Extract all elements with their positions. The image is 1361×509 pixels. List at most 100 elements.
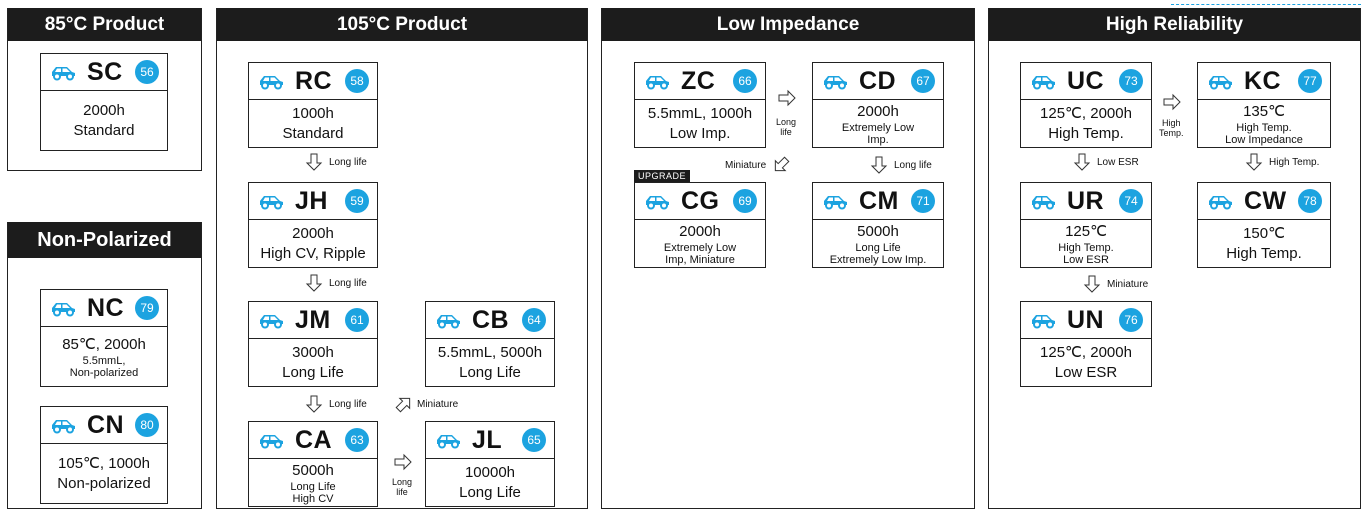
page-number-badge: 64: [522, 308, 546, 332]
upgrade-badge: UPGRADE: [634, 170, 691, 182]
page-number-badge: 74: [1119, 189, 1143, 213]
spec-line-3: Imp, Miniature: [665, 254, 735, 266]
series-code: CN: [87, 410, 125, 439]
car-icon: [260, 196, 283, 210]
car-icon: [1209, 76, 1232, 90]
spec-line-1: 2000h: [679, 223, 721, 240]
down-arrow-icon: [1073, 153, 1091, 171]
panel-105c-title: 105°C Product: [217, 8, 587, 41]
car-icon: [437, 315, 460, 329]
spec-line-1: 85℃, 2000h: [62, 336, 146, 353]
series-code: RC: [295, 66, 333, 95]
car-icon: [646, 196, 669, 210]
arrow-zc-cd: [778, 88, 796, 108]
arrow-jm-cb: Miniature: [395, 394, 458, 414]
page-number-badge: 66: [733, 69, 757, 93]
spec-line-1: 2000h: [83, 102, 125, 119]
spec-line-2: Long Life: [282, 364, 344, 381]
spec-line-2: High Temp.: [1048, 125, 1124, 142]
down-arrow-icon: [305, 274, 323, 292]
down-arrow-icon: [870, 156, 888, 174]
car-icon: [52, 303, 75, 317]
car-icon: [1032, 315, 1055, 329]
arrow-kc-cw: High Temp.: [1245, 152, 1319, 172]
spec-line-2: High CV, Ripple: [260, 245, 366, 262]
spec-line-2: High Temp.: [1226, 245, 1302, 262]
spec-line-1: 5000h: [857, 223, 899, 240]
spec-line-1: 150℃: [1243, 225, 1285, 242]
arrow-ur-un: Miniature: [1083, 274, 1148, 294]
car-icon: [260, 76, 283, 90]
spec-line-1: 105℃, 1000h: [58, 455, 150, 472]
arrow-uc-kc: [1163, 92, 1181, 112]
car-icon: [1032, 196, 1055, 210]
car-icon: [52, 420, 75, 434]
spec-line-1: 125℃, 2000h: [1040, 344, 1132, 361]
spec-line-2: Extremely Low: [841, 122, 915, 134]
spec-line-1: 135℃: [1243, 103, 1285, 120]
top-right-accent: [1171, 0, 1361, 5]
arrow-uc-ur: Low ESR: [1073, 152, 1139, 172]
arrow-cd-cm: Long life: [870, 155, 932, 175]
spec-line-2: Long Life: [290, 481, 336, 493]
down-arrow-icon: [1245, 153, 1263, 171]
card-body: 150℃ High Temp.: [1198, 220, 1330, 268]
series-code: JM: [295, 305, 331, 334]
spec-line-2: Standard: [73, 122, 135, 139]
spec-line-3: Non-polarized: [69, 367, 139, 379]
page-number-badge: 56: [135, 60, 159, 84]
spec-line-2: Non-polarized: [57, 475, 151, 492]
page-number-badge: 77: [1298, 69, 1322, 93]
spec-line-2: Low ESR: [1054, 364, 1118, 381]
page-number-badge: 65: [522, 428, 546, 452]
car-icon: [1032, 76, 1055, 90]
page-number-badge: 67: [911, 69, 935, 93]
spec-line-1: 3000h: [292, 344, 334, 361]
spec-line-3: Imp.: [867, 134, 889, 146]
down-arrow-icon: [305, 153, 323, 171]
car-icon: [824, 196, 847, 210]
diagonal-arrow-icon: [395, 397, 411, 413]
page-number-badge: 78: [1298, 189, 1322, 213]
series-code: UR: [1067, 186, 1105, 215]
car-icon: [52, 67, 75, 81]
series-code: CM: [859, 186, 899, 215]
down-arrow-icon: [1083, 275, 1101, 293]
